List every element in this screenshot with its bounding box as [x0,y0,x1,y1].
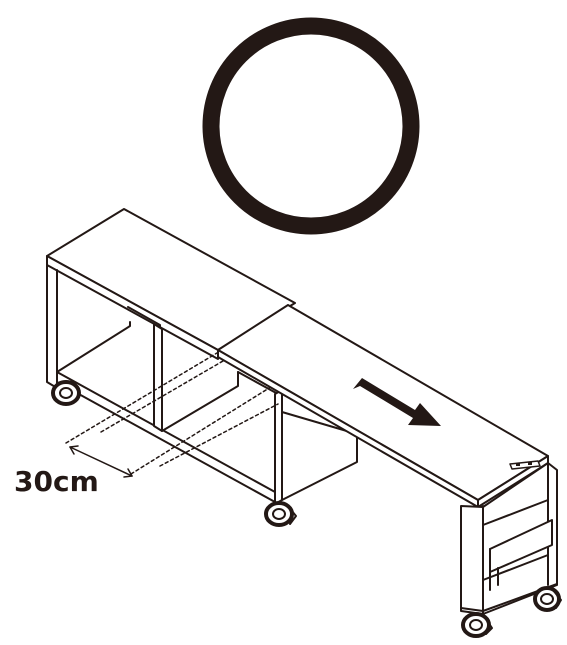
cabinet-right-side [274,389,283,505]
cabinet-left-side [46,264,58,389]
side-unit [460,462,562,638]
cabinet-inner-back [56,321,131,373]
extension-length-label: 30cm [14,465,99,498]
cabinet-right-inner [237,371,279,395]
cabinet-top-edge [46,255,219,360]
cabinet-caster-left [51,380,81,406]
ok-circle-icon [202,17,420,235]
outlet-icon [509,460,541,470]
extension-guides [65,349,283,475]
cabinet-divider-back [161,371,239,432]
cabinet-caster-right [264,501,297,527]
sliding-board [217,304,549,508]
measurement-arrow [69,445,133,478]
side-caster-back [533,586,562,612]
slide-direction-arrow-icon [353,378,441,426]
side-unit-front [460,505,484,615]
sliding-board-top [217,304,549,501]
main-cabinet [46,208,358,527]
cabinet-side-back [281,411,358,501]
side-caster-front [461,612,493,638]
cabinet-divider [153,323,163,432]
